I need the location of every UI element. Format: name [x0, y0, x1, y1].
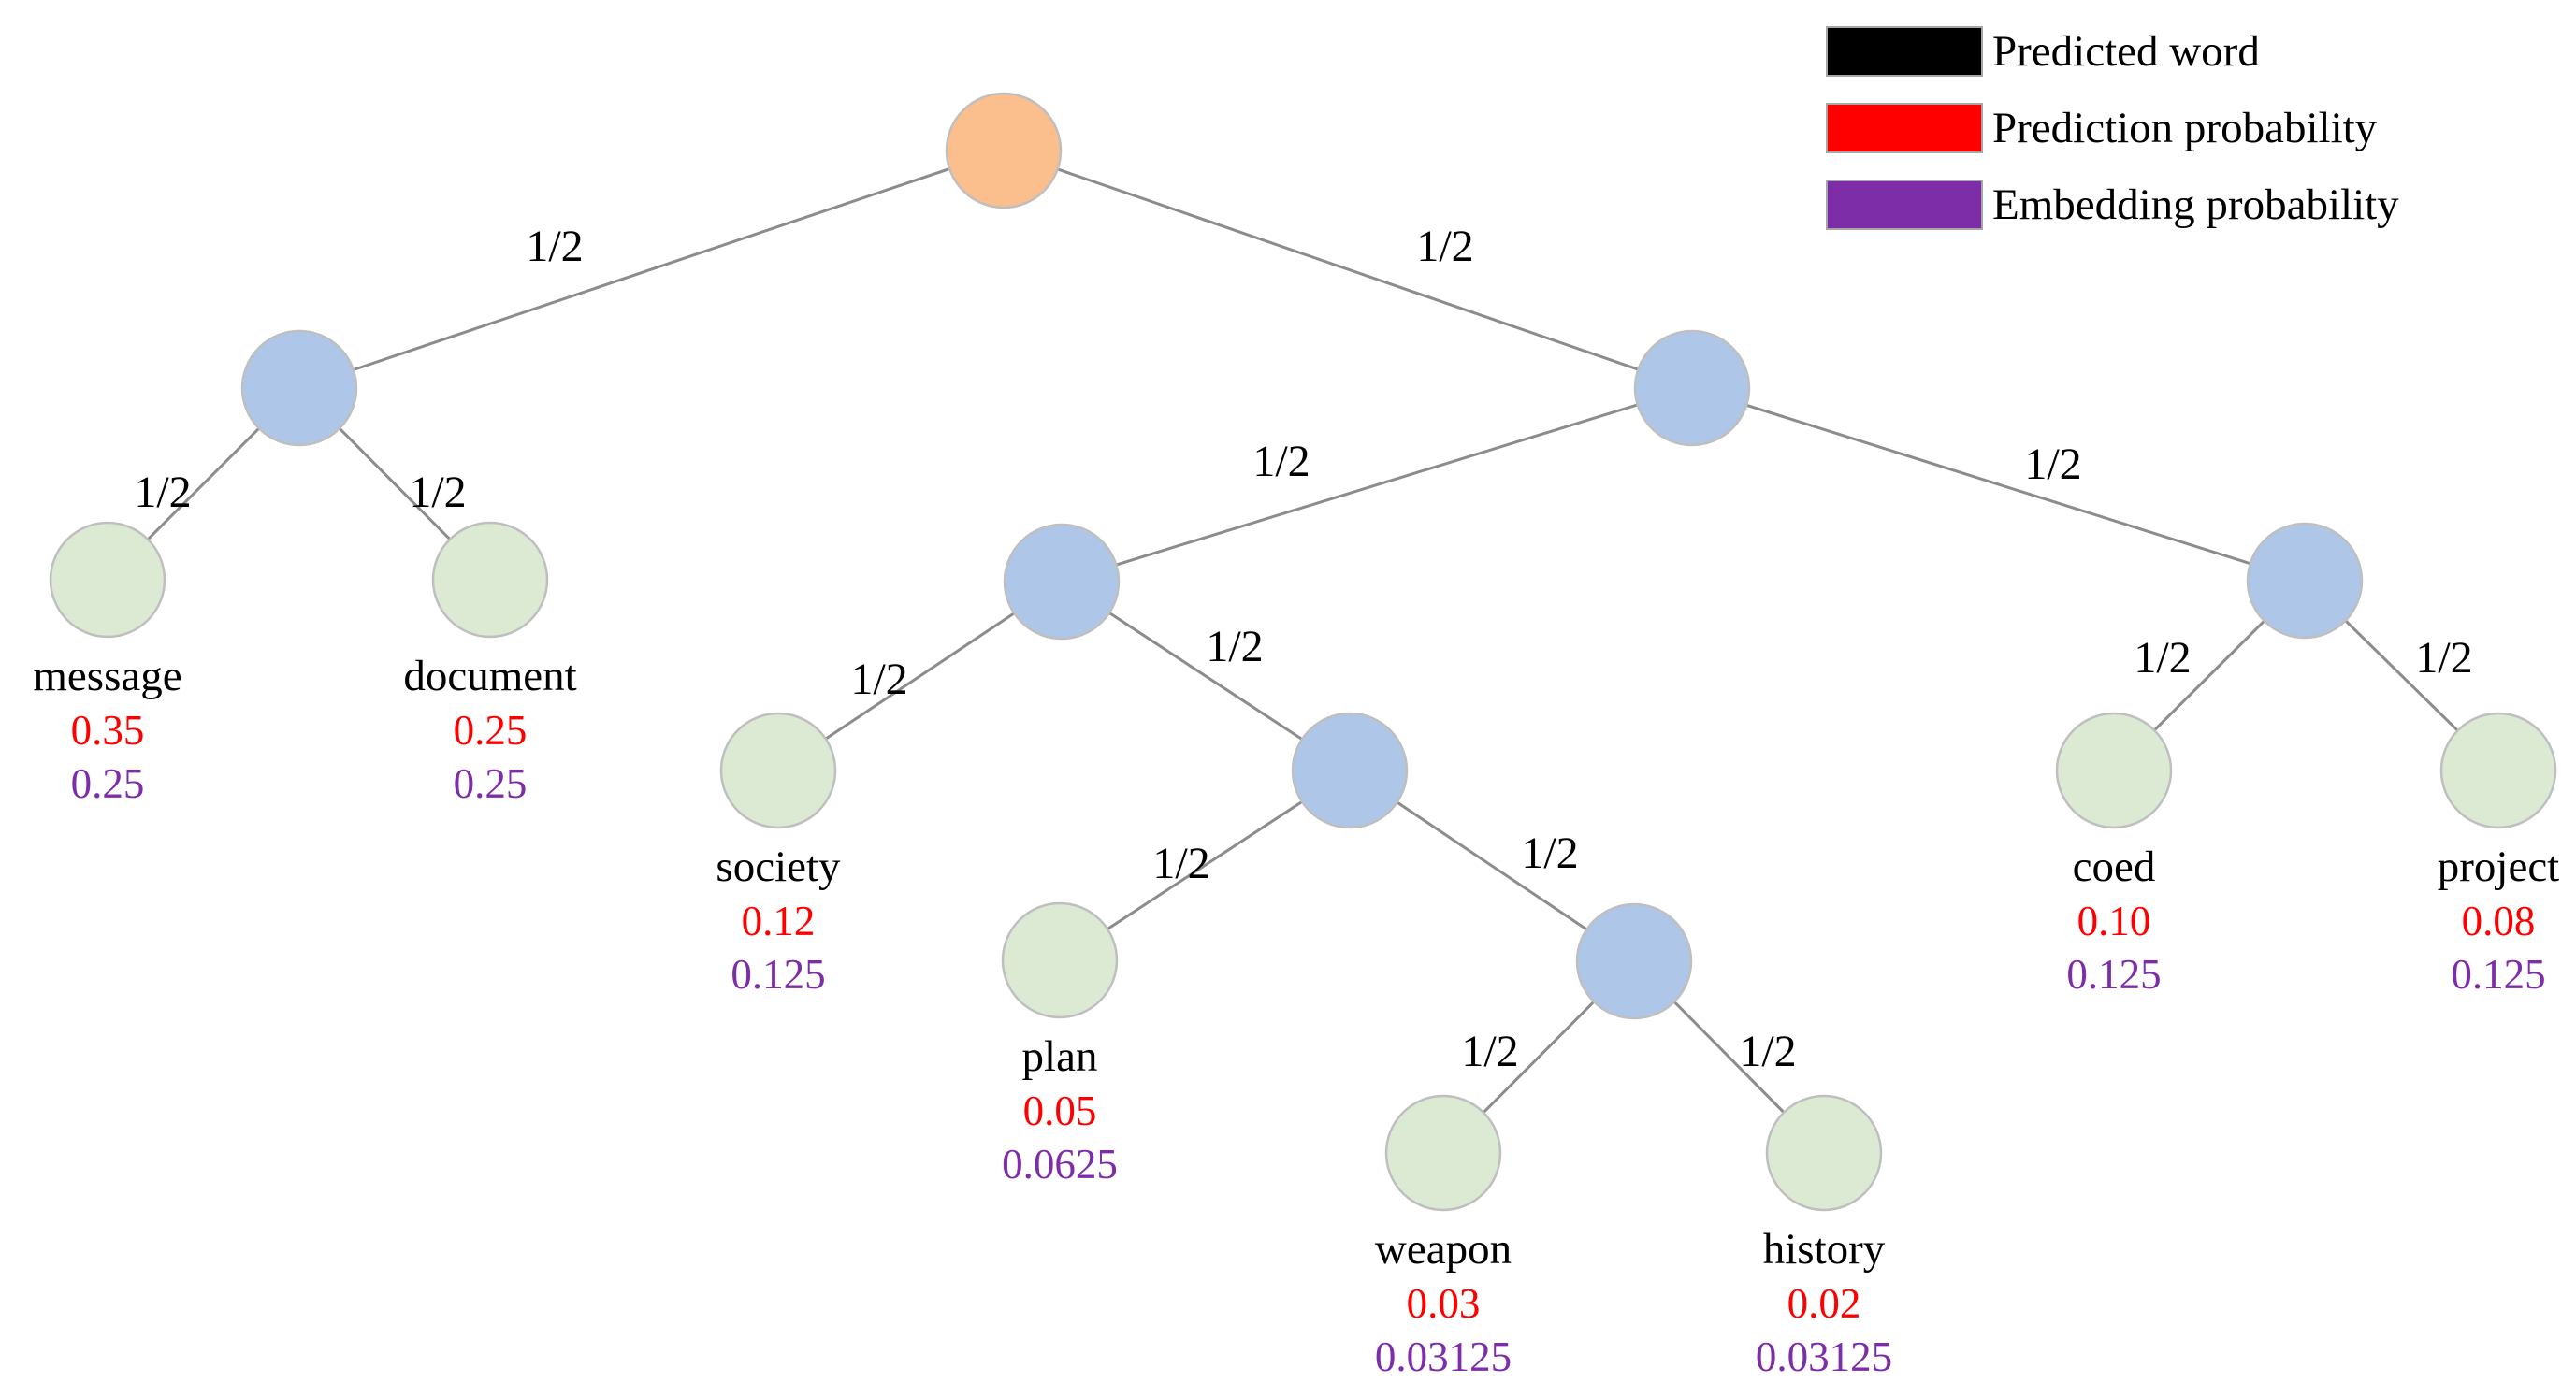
- leaf-node-history: [1765, 1094, 1883, 1212]
- embedding-probability-society: 0.125: [731, 951, 825, 998]
- internal-node: [1003, 523, 1121, 641]
- word-label-history: history: [1763, 1225, 1886, 1274]
- prediction-probability-coed: 0.10: [2077, 898, 2151, 944]
- legend: Predicted word Prediction probability Em…: [1826, 26, 2399, 256]
- embedding-probability-document: 0.25: [454, 760, 528, 807]
- legend-row-prediction-probability: Prediction probability: [1826, 103, 2399, 153]
- prediction-probability-message: 0.35: [71, 707, 145, 754]
- word-label-message: message: [33, 652, 181, 700]
- tree-edge-root-n-left: [298, 149, 1005, 390]
- predicted-word-swatch: [1826, 26, 1983, 77]
- edge-probability-label: 1/2: [2024, 439, 2081, 489]
- embedding-probability-swatch: [1826, 180, 1983, 230]
- edge-probability-label: 1/2: [1461, 1027, 1518, 1076]
- edge-probability-label: 1/2: [1739, 1027, 1796, 1076]
- tree-edge-n-right-n-far-right: [1691, 386, 2306, 583]
- prediction-probability-project: 0.08: [2462, 898, 2536, 944]
- prediction-probability-document: 0.25: [454, 707, 528, 754]
- edge-probability-label: 1/2: [1521, 828, 1578, 878]
- edge-probability-label: 1/2: [2134, 633, 2191, 683]
- leaf-node-weapon: [1384, 1094, 1502, 1212]
- leaf-node-society: [719, 712, 837, 829]
- word-label-project: project: [2438, 843, 2560, 891]
- edge-probability-label: 1/2: [409, 468, 466, 517]
- word-label-weapon: weapon: [1375, 1225, 1512, 1274]
- embedding-probability-message: 0.25: [71, 760, 145, 807]
- leaf-node-document: [431, 521, 549, 639]
- tree-edge-n-right-n-mid: [1061, 386, 1693, 583]
- legend-label-prediction-probability: Prediction probability: [1992, 104, 2378, 152]
- embedding-probability-project: 0.125: [2451, 951, 2545, 998]
- internal-node: [240, 329, 358, 447]
- word-label-coed: coed: [2073, 843, 2156, 891]
- prediction-probability-weapon: 0.03: [1407, 1280, 1481, 1327]
- root-node: [945, 92, 1063, 209]
- legend-row-embedding-probability: Embedding probability: [1826, 180, 2399, 230]
- prediction-probability-plan: 0.05: [1023, 1087, 1097, 1134]
- edge-probability-label: 1/2: [850, 655, 907, 704]
- prediction-probability-society: 0.12: [742, 898, 816, 944]
- edge-probability-label: 1/2: [1252, 437, 1310, 486]
- prediction-probability-history: 0.02: [1787, 1280, 1861, 1327]
- embedding-probability-plan: 0.0625: [1002, 1141, 1118, 1188]
- edge-probability-label: 1/2: [1416, 222, 1473, 271]
- edge-probability-label: 1/2: [1152, 839, 1209, 888]
- legend-label-predicted-word: Predicted word: [1992, 27, 2260, 76]
- tree-edge-root-n-right: [1003, 149, 1693, 390]
- leaf-node-plan: [1001, 901, 1119, 1019]
- edge-probability-label: 1/2: [134, 468, 191, 517]
- word-label-document: document: [403, 652, 576, 700]
- edge-probability-label: 1/2: [526, 222, 583, 271]
- edge-probability-label: 1/2: [1206, 622, 1263, 671]
- edge-probability-label: 1/2: [2415, 633, 2472, 683]
- internal-node: [2246, 522, 2364, 640]
- embedding-probability-weapon: 0.03125: [1375, 1333, 1512, 1380]
- embedding-probability-coed: 0.125: [2066, 951, 2161, 998]
- leaf-node-coed: [2055, 712, 2173, 829]
- legend-label-embedding-probability: Embedding probability: [1992, 180, 2399, 229]
- embedding-probability-history: 0.03125: [1756, 1333, 1892, 1380]
- leaf-node-message: [49, 521, 166, 639]
- internal-node: [1291, 712, 1409, 829]
- prediction-probability-swatch: [1826, 103, 1983, 153]
- internal-node: [1633, 329, 1751, 447]
- legend-row-predicted-word: Predicted word: [1826, 26, 2399, 77]
- leaf-node-project: [2439, 712, 2557, 829]
- word-label-society: society: [716, 843, 841, 891]
- internal-node: [1575, 902, 1693, 1020]
- word-label-plan: plan: [1022, 1032, 1098, 1081]
